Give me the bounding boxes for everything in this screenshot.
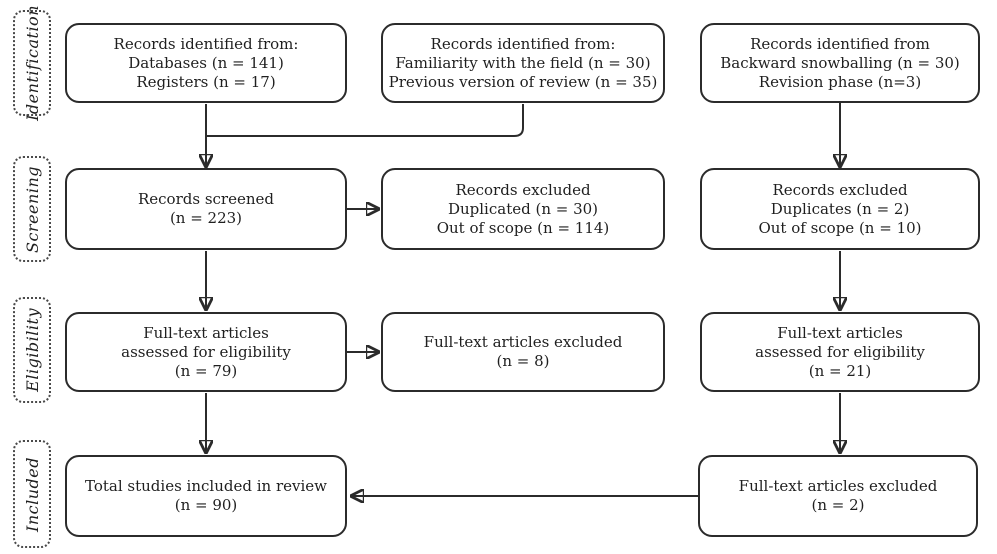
stage-label-screening: Screening [13,156,51,262]
stage-label-eligibility: Eligibility [13,297,51,403]
box-line: (n = 79) [174,361,238,380]
box-line: Total studies included in review [85,477,327,495]
box-line: Registers (n = 17) [136,72,276,91]
box-line: assessed for eligibility [755,342,925,361]
box-fulltext-excluded-main: Full-text articles excluded (n = 8) [381,312,665,392]
box-line: Records identified from [750,34,930,53]
box-line: Familiarity with the field (n = 30) [395,53,651,72]
box-line: (n = 223) [169,209,243,227]
box-line: Records identified from: [113,34,299,53]
box-fulltext-assessed-snowball: Full-text articles assessed for eligibil… [700,312,980,392]
box-line: Full-text articles [143,323,269,342]
stage-label-identification: Identification [13,5,51,121]
stage-label-text: Eligibility [22,308,42,392]
box-line: Previous version of review (n = 35) [388,72,658,91]
box-records-identified-databases: Records identified from: Databases (n = … [65,23,347,103]
box-total-included: Total studies included in review (n = 90… [65,455,347,537]
box-line: Records identified from: [430,34,616,53]
box-line: Backward snowballing (n = 30) [720,53,960,72]
box-line: Full-text articles excluded [423,333,623,351]
box-line: Duplicates (n = 2) [770,199,910,218]
box-line: assessed for eligibility [121,342,291,361]
box-line: Records screened [137,190,274,208]
box-line: (n = 2) [811,496,865,514]
box-line: Records excluded [772,180,908,199]
box-records-identified-snowballing: Records identified from Backward snowbal… [700,23,980,103]
box-fulltext-excluded-snowball: Full-text articles excluded (n = 2) [698,455,978,537]
box-line: (n = 8) [496,352,550,370]
stage-label-text: Screening [22,165,42,253]
box-line: Revision phase (n=3) [758,72,922,91]
box-line: Duplicated (n = 30) [447,199,599,218]
box-line: (n = 21) [808,361,872,380]
box-line: Out of scope (n = 114) [436,218,610,237]
box-line: Databases (n = 141) [128,53,284,72]
box-records-excluded-snowball: Records excluded Duplicates (n = 2) Out … [700,168,980,250]
box-records-excluded-main: Records excluded Duplicated (n = 30) Out… [381,168,665,250]
stage-label-text: Identification [22,5,42,121]
stage-label-included: Included [13,440,51,548]
box-line: Full-text articles [777,323,903,342]
box-line: (n = 90) [174,496,238,514]
stage-label-text: Included [22,456,42,532]
box-line: Full-text articles excluded [738,477,938,495]
box-records-screened: Records screened (n = 223) [65,168,347,250]
box-line: Out of scope (n = 10) [758,218,922,237]
box-line: Records excluded [455,180,591,199]
connector-familiarity-merge [207,104,524,137]
box-records-identified-familiarity: Records identified from: Familiarity wit… [381,23,665,103]
box-fulltext-assessed-main: Full-text articles assessed for eligibil… [65,312,347,392]
